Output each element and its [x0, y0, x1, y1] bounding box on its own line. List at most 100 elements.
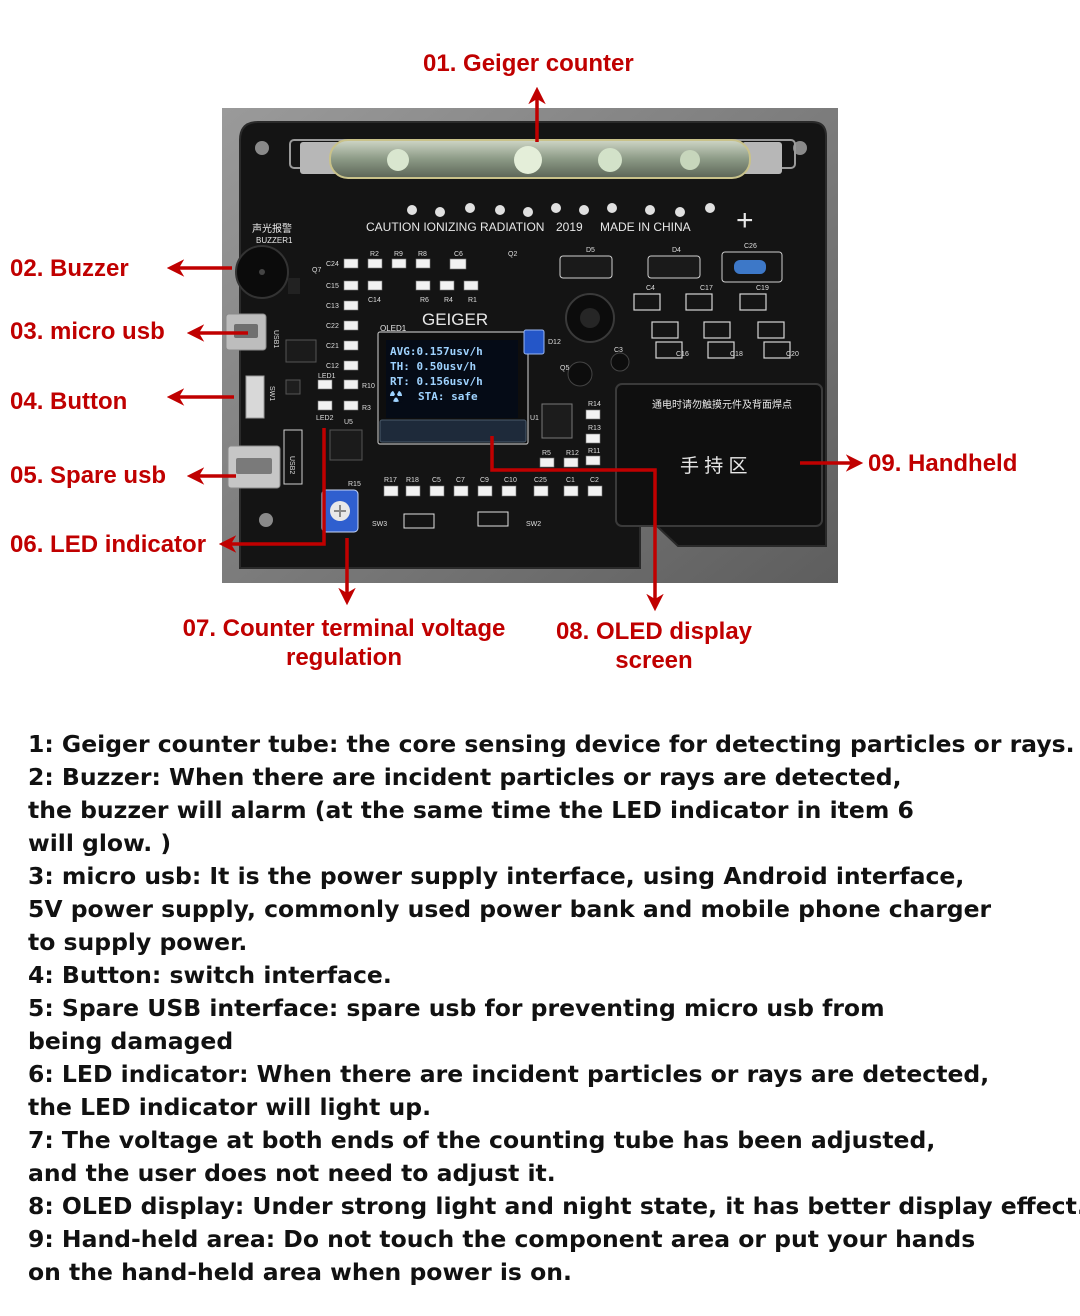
description-line: being damaged [28, 1027, 234, 1055]
silk-label: C16 [676, 351, 689, 358]
sw3-pad [403, 513, 435, 529]
tube-highlight [680, 150, 700, 170]
silk-label: R1 [468, 297, 477, 304]
silk-label: SW2 [526, 521, 541, 528]
oled-line-status: STA: safe [418, 390, 478, 403]
silk-label: R10 [362, 383, 375, 390]
silk-label: R5 [542, 450, 551, 457]
silk-label: C22 [326, 323, 339, 330]
callout-07-voltage-regulation: 07. Counter terminal voltage regulation [160, 614, 528, 672]
callout-arrows [166, 86, 864, 612]
regulator-chip [285, 339, 317, 363]
silk-label: C17 [700, 285, 713, 292]
power-button [245, 375, 265, 419]
callout-05-spare-usb: 05. Spare usb [10, 462, 167, 489]
silk-label: R15 [348, 481, 361, 488]
tube-pad-row [407, 203, 715, 217]
silk-geiger: GEIGER [422, 310, 488, 329]
silk-label: Q5 [560, 365, 569, 372]
description-line: 7: The voltage at both ends of the count… [28, 1126, 936, 1154]
transistor-q5 [567, 361, 593, 387]
silk-label: LED1 [318, 373, 336, 380]
silk-label: C25 [534, 477, 547, 484]
silk-made-in: MADE IN CHINA [600, 220, 691, 234]
silk-label: USB1 [272, 330, 279, 348]
oled-line-avg: AVG:0.157usv/h [390, 345, 483, 358]
silk-label: U5 [344, 419, 353, 426]
potentiometer-slot [334, 505, 346, 517]
diode-d5 [559, 255, 613, 279]
silk-label: C19 [756, 285, 769, 292]
silk-label: R11 [588, 448, 600, 455]
silk-label: C3 [614, 347, 623, 354]
silk-label: C20 [786, 351, 799, 358]
oled-screen [386, 340, 518, 418]
description-line: 4: Button: switch interface. [28, 961, 392, 989]
silk-label: SW3 [372, 521, 387, 528]
oled-line-th: TH: 0.50usv/h [390, 360, 476, 373]
description-line: 5: Spare USB interface: spare usb for pr… [28, 994, 885, 1022]
blue-trimmer [523, 329, 545, 355]
handheld-area [615, 383, 823, 527]
silk-label: USB2 [288, 456, 295, 474]
silk-buzzer-cn: 声光报警 [252, 222, 292, 235]
smd-bottom-row [383, 485, 603, 497]
diode-d4 [647, 255, 701, 279]
c26-outline [721, 251, 783, 283]
silk-label: R18 [406, 477, 419, 484]
smd-components [317, 258, 479, 411]
silk-label: C7 [456, 477, 465, 484]
sw2-pad [477, 511, 509, 527]
silk-year: 2019 [556, 220, 583, 234]
arrow-06 [218, 428, 326, 553]
description-line: 2: Buzzer: When there are incident parti… [28, 763, 902, 791]
silk-label: C13 [326, 303, 339, 310]
capacitor-c3 [610, 352, 630, 372]
silk-label: LED2 [316, 415, 334, 422]
silk-label: C5 [432, 477, 441, 484]
silk-label: D4 [672, 247, 681, 254]
callout-07-line-1: 07. Counter terminal voltage [182, 615, 506, 642]
silk-label: R9 [394, 251, 403, 258]
description-line: the LED indicator will light up. [28, 1093, 432, 1121]
silk-label: R13 [588, 425, 601, 432]
silk-label: C10 [504, 477, 517, 484]
description-line: and the user does not need to adjust it. [28, 1159, 556, 1187]
silk-label: C12 [326, 363, 339, 370]
spare-usb-opening [236, 458, 272, 474]
description-line: to supply power. [28, 928, 248, 956]
silk-label: D12 [548, 339, 561, 346]
hv-capacitor-ladder [633, 293, 791, 359]
callout-08-oled-display: 08. OLED display screen [548, 617, 760, 675]
oled-line-rt: RT: 0.156usv/h [390, 375, 483, 388]
inductor-core [580, 308, 600, 328]
description-line: 6: LED indicator: When there are inciden… [28, 1060, 990, 1088]
tube-clip-right [742, 142, 782, 174]
smd-right-group [539, 409, 601, 468]
arrow-08 [490, 436, 664, 612]
silk-label: C14 [368, 297, 381, 304]
mount-hole [793, 141, 807, 155]
silk-label: Q2 [508, 251, 517, 258]
tube-highlight [514, 146, 542, 174]
silk-label: U1 [530, 415, 539, 422]
ldo-chip [285, 379, 301, 395]
silk-buzzer-ref: BUZZER1 [256, 236, 293, 245]
capacitor-c26 [734, 260, 766, 274]
silk-label: Q7 [312, 267, 321, 274]
micro-usb-opening [234, 324, 258, 338]
tube-highlight [598, 148, 622, 172]
usb2-outline [283, 429, 303, 485]
callout-01-geiger-counter: 01. Geiger counter [423, 50, 634, 77]
description-line: the buzzer will alarm (at the same time … [28, 796, 914, 824]
oled-bezel [379, 419, 527, 443]
description-line: 3: micro usb: It is the power supply int… [28, 862, 965, 890]
silk-warning-cn: 通电时请勿触摸元件及背面焊点 [652, 398, 792, 411]
silk-plus: + [736, 204, 754, 237]
u1-chip [541, 403, 573, 439]
silk-label: R6 [420, 297, 429, 304]
silk-label: C4 [646, 285, 655, 292]
silk-label: R3 [362, 405, 371, 412]
description-line: 5V power supply, commonly used power ban… [28, 895, 992, 923]
